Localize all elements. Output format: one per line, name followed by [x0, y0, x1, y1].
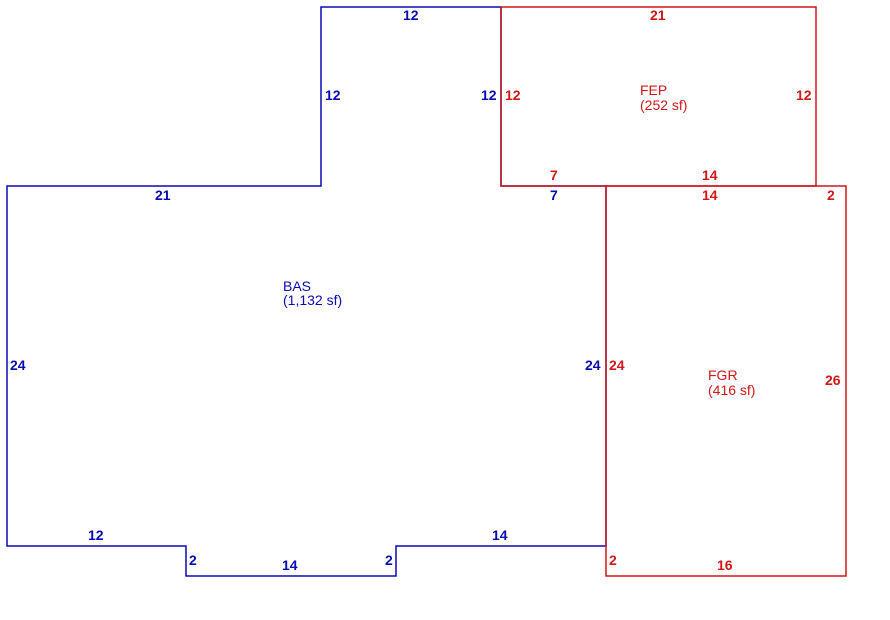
fep-dim-bottom-left: 7: [550, 167, 558, 183]
fgr-area-code: FGR: [708, 367, 738, 383]
fgr-outline: [605, 185, 847, 577]
bas-dim-notch-bottom: 14: [282, 557, 298, 573]
fep-dim-left: 12: [505, 87, 521, 103]
bas-dim-top: 12: [403, 7, 419, 23]
fep-area-code: FEP: [640, 82, 668, 98]
fgr-dim-bottom-left: 2: [609, 552, 617, 568]
bas-area-size: (1,132 sf): [283, 292, 343, 308]
fgr-dim-bottom: 16: [717, 557, 733, 573]
bas-dim-left: 24: [10, 357, 26, 373]
bas-dim-notch-left: 2: [189, 552, 197, 568]
bas-dim-right: 24: [585, 357, 601, 373]
fep-dim-right: 12: [796, 87, 812, 103]
fgr-dim-top-right: 2: [827, 187, 835, 203]
fgr-dim-top: 14: [702, 187, 718, 203]
fep-dim-bottom-right: 14: [702, 167, 718, 183]
fep-dim-top: 21: [650, 7, 666, 23]
bas-dim-ledge-left: 21: [155, 187, 171, 203]
bas-area-code: BAS: [283, 278, 312, 294]
fgr-area-size: (416 sf): [708, 382, 756, 398]
fep-area-size: (252 sf): [640, 97, 688, 113]
bas-dim-bottom-left: 12: [88, 527, 104, 543]
bas-dim-upper-right: 12: [481, 87, 497, 103]
bas-dim-ledge-right: 7: [550, 187, 558, 203]
bas-dim-upper-left: 12: [325, 87, 341, 103]
bas-dim-bottom-right: 14: [492, 527, 508, 543]
bas-dim-notch-right: 2: [385, 552, 393, 568]
fgr-dim-left: 24: [609, 357, 625, 373]
fgr-dim-right: 26: [825, 372, 841, 388]
